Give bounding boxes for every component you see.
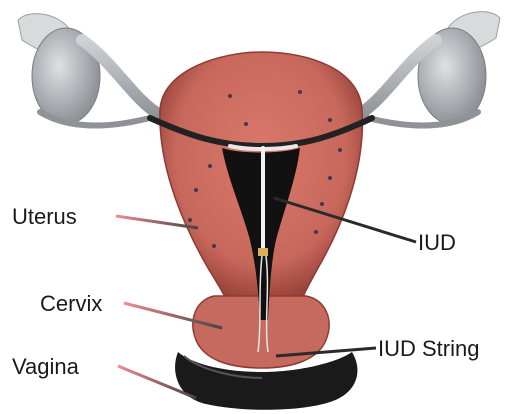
vagina-label: Vagina bbox=[12, 354, 80, 379]
cervix-label: Cervix bbox=[40, 291, 102, 316]
iud-label: IUD bbox=[418, 230, 456, 255]
uterus-label: Uterus bbox=[12, 204, 77, 229]
iud-string-label: IUD String bbox=[378, 336, 479, 361]
